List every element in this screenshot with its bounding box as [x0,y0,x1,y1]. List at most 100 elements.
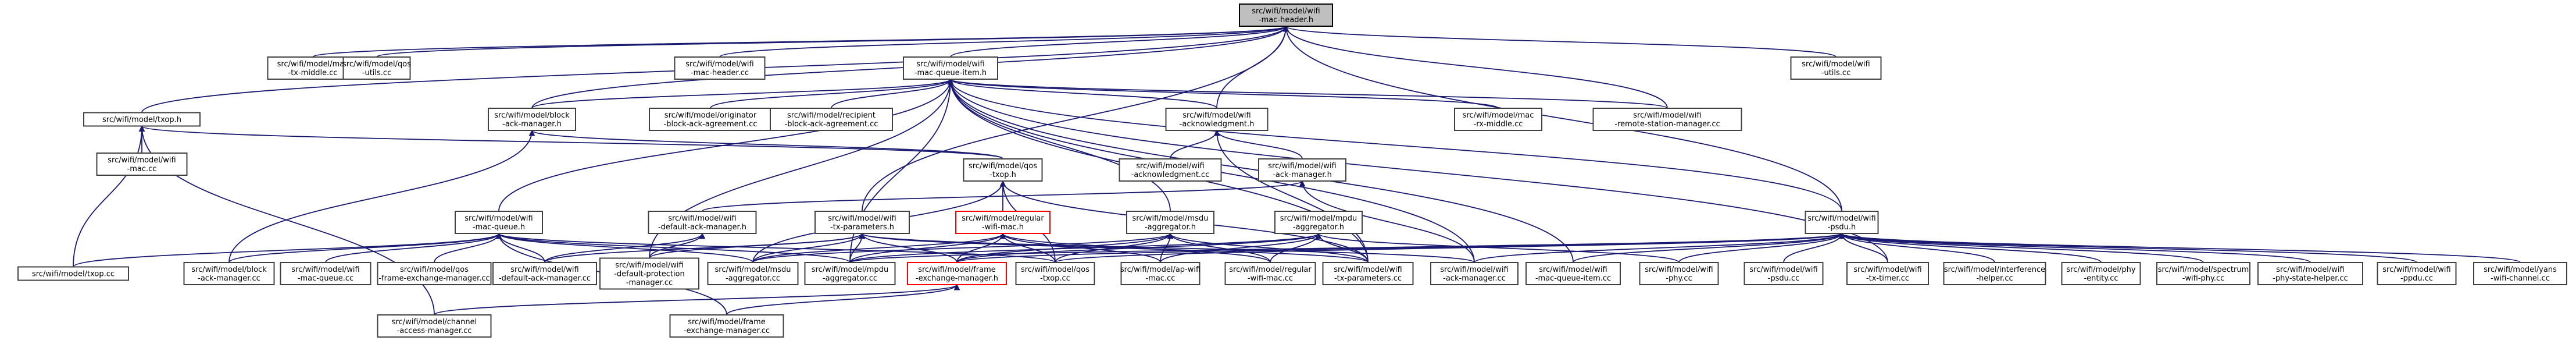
file-node-ack-manager-cc[interactable]: src/wifi/model/wifi-ack-manager.cc [1430,262,1519,285]
file-node-regular-mac-cc[interactable]: src/wifi/model/regular-wifi-mac.cc [1224,262,1316,285]
file-node-box [1322,262,1414,285]
file-node-wifi-ppdu-cc[interactable]: src/wifi/model/wifi-ppdu.cc [2377,262,2457,285]
file-node-mac-queue-h[interactable]: src/wifi/model/wifi-mac-queue.h [455,211,543,234]
file-node-label: -exchange-manager.cc [684,327,770,335]
file-node-yans-channel-cc[interactable]: src/wifi/model/yans-wifi-channel.cc [2473,262,2567,285]
file-node-label: -wifi-mac.cc [1248,274,1293,283]
file-node-interference-cc[interactable]: src/wifi/model/interference-helper.cc [1943,262,2046,285]
file-node-label: -tx-parameters.cc [1334,274,1402,283]
file-node-label: -helper.cc [1976,274,2013,283]
file-node-label: src/wifi/model/wifi [685,60,753,69]
file-node-channel-access-cc[interactable]: src/wifi/model/channel-access-manager.cc [377,314,492,338]
file-node-block-ack-manager-h[interactable]: src/wifi/model/block-ack-manager.h [488,108,576,131]
file-node-regular-mac-h[interactable]: src/wifi/model/regular-wifi-mac.h [955,211,1051,234]
file-node-label: -entity.cc [2084,274,2118,283]
file-node-fem-h[interactable]: src/wifi/model/frame-exchange-manager.h [907,262,1007,285]
file-node-mac-queue-cc[interactable]: src/wifi/model/wifi-mac-queue.cc [280,262,371,285]
file-node-label: -acknowledgment.h [1180,120,1255,129]
file-node-msdu-aggregator-cc[interactable]: src/wifi/model/msdu-aggregator.cc [707,262,799,285]
file-node-qos-txop-h[interactable]: src/wifi/model/qos-txop.h [963,158,1043,182]
file-node-phy-state-helper-cc[interactable]: src/wifi/model/wifi-phy-state-helper.cc [2257,262,2363,285]
file-node-label: -ppdu.cc [2400,274,2433,283]
file-node-wifi-ack-manager-h[interactable]: src/wifi/model/wifi-ack-manager.h [1258,158,1346,182]
file-node-queue-item-cc[interactable]: src/wifi/model/wifi-mac-queue-item.cc [1525,262,1621,285]
file-node-wifi-utils[interactable]: src/wifi/model/wifi-utils.cc [1790,56,1882,80]
file-node-label: src/wifi/model/qos [342,60,411,69]
file-node-rsm-cc[interactable]: src/wifi/model/wifi-remote-station-manag… [1592,108,1742,131]
file-node-queue-item-h[interactable]: src/wifi/model/wifi-mac-queue-item.h [903,56,998,80]
file-node-label: src/wifi/model/wifi [916,60,984,69]
file-node-qos-txop-cc[interactable]: src/wifi/model/qos-txop.cc [1015,262,1095,285]
file-node-box [455,211,543,234]
file-node-box [955,211,1051,234]
file-node-label: -aggregator.h [1145,223,1196,232]
include-edge [649,232,706,258]
file-node-default-ack-manager-cc[interactable]: src/wifi/model/wifi-default-ack-manager.… [492,262,597,285]
file-node-fem-cc[interactable]: src/wifi/model/frame-exchange-manager.cc [669,314,784,338]
file-node-phy-entity-cc[interactable]: src/wifi/model/phy-entity.cc [2061,262,2141,285]
file-node-root[interactable]: src/wifi/model/wifi-mac-header.h [1239,3,1333,27]
file-node-tx-parameters-h[interactable]: src/wifi/model/wifi-tx-parameters.h [814,211,910,234]
file-node-ack-h[interactable]: src/wifi/model/wifi-acknowledgment.h [1165,108,1269,131]
file-node-default-ack-manager-h[interactable]: src/wifi/model/wifi-default-ack-manager.… [648,211,757,234]
include-edge [1838,232,2311,263]
file-node-box [814,211,910,234]
include-edge [1213,129,1369,263]
file-node-label: -mac-queue.cc [298,274,353,283]
file-node-label: src/wifi/model/wifi [465,214,533,223]
file-node-qos-utils[interactable]: src/wifi/model/qos-utils.cc [342,56,411,80]
file-node-label: -ack-manager.h [502,120,562,129]
file-node-box [1274,211,1363,234]
file-node-wifi-phy-cc[interactable]: src/wifi/model/wifi-phy.cc [1639,262,1719,285]
file-node-box [599,257,699,290]
file-node-label: src/wifi/model/wifi [1182,111,1251,120]
include-edge [862,25,1289,212]
file-node-mpdu-aggregator-h[interactable]: src/wifi/model/mpdu-aggregator.h [1274,211,1363,234]
file-node-box [707,262,799,285]
file-node-box [2377,262,2457,285]
include-edge [726,283,960,315]
file-node-label: src/wifi/model/wifi [1539,265,1607,274]
include-edge [228,129,535,263]
file-node-wifi-psdu-cc[interactable]: src/wifi/model/wifi-psdu.cc [1743,262,1824,285]
include-edge [325,232,502,263]
file-node-label: -mac-header.cc [691,69,749,77]
file-node-txop-h[interactable]: src/wifi/model/txop.h [83,112,201,127]
file-node-txop-cc[interactable]: src/wifi/model/txop.cc [17,266,129,281]
file-node-label: -psdu.h [1828,223,1856,232]
file-node-tx-timer-cc[interactable]: src/wifi/model/wifi-tx-timer.cc [1846,262,1929,285]
file-node-msdu-aggregator-h[interactable]: src/wifi/model/msdu-aggregator.h [1126,211,1214,234]
file-node-label: -mac.cc [127,165,157,173]
include-edge [1282,25,1837,58]
file-node-box [1639,262,1719,285]
file-node-label: -mac-queue.h [473,223,525,232]
file-node-qos-fem-cc[interactable]: src/wifi/model/qos-frame-exchange-manage… [377,262,492,285]
file-node-default-protection-cc[interactable]: src/wifi/model/wifi-default-protection-m… [599,257,699,290]
file-node-label: -default-protection [614,270,685,279]
file-node-mpdu-aggregator-cc[interactable]: src/wifi/model/mpdu-aggregator.cc [804,262,896,285]
file-node-ack-cc[interactable]: src/wifi/model/wifi-acknowledgment.cc [1119,158,1222,182]
file-node-label: src/wifi/model/wifi [1802,60,1870,69]
file-node-label: -txop.h [989,171,1016,179]
file-node-label: -tx-middle.cc [288,69,338,77]
file-node-tx-parameters-cc[interactable]: src/wifi/model/wifi-tx-parameters.cc [1322,262,1414,285]
file-node-label: -txop.cc [1040,274,1070,283]
include-edge [495,232,1056,263]
file-node-label: -ack-manager.cc [198,274,260,283]
file-node-originator-cc[interactable]: src/wifi/model/originator-block-ack-agre… [649,108,772,131]
file-node-box [342,56,411,80]
arrowhead-icon [999,232,1006,239]
file-node-mac-header-cc[interactable]: src/wifi/model/wifi-mac-header.cc [674,56,766,80]
file-node-recipient-cc[interactable]: src/wifi/model/recipient-block-ack-agree… [770,108,893,131]
file-node-spectrum-phy-cc[interactable]: src/wifi/model/spectrum-wifi-phy.cc [2156,262,2250,285]
file-node-box [1015,262,1095,285]
include-edge [1282,25,1668,109]
file-node-box [1120,262,1201,285]
file-node-mac-rx-middle[interactable]: src/wifi/model/mac-rx-middle.cc [1454,108,1542,131]
file-node-block-ack-manager-cc[interactable]: src/wifi/model/block-ack-manager.cc [183,262,275,285]
file-node-ap-mac-cc[interactable]: src/wifi/model/ap-wifi-mac.cc [1120,262,1201,285]
include-edge [1474,232,1845,263]
file-node-wifi-mac-cc[interactable]: src/wifi/model/wifi-mac.cc [96,153,188,176]
file-node-wifi-psdu-h[interactable]: src/wifi/model/wifi-psdu.h [1805,211,1879,234]
file-node-box [377,314,492,338]
